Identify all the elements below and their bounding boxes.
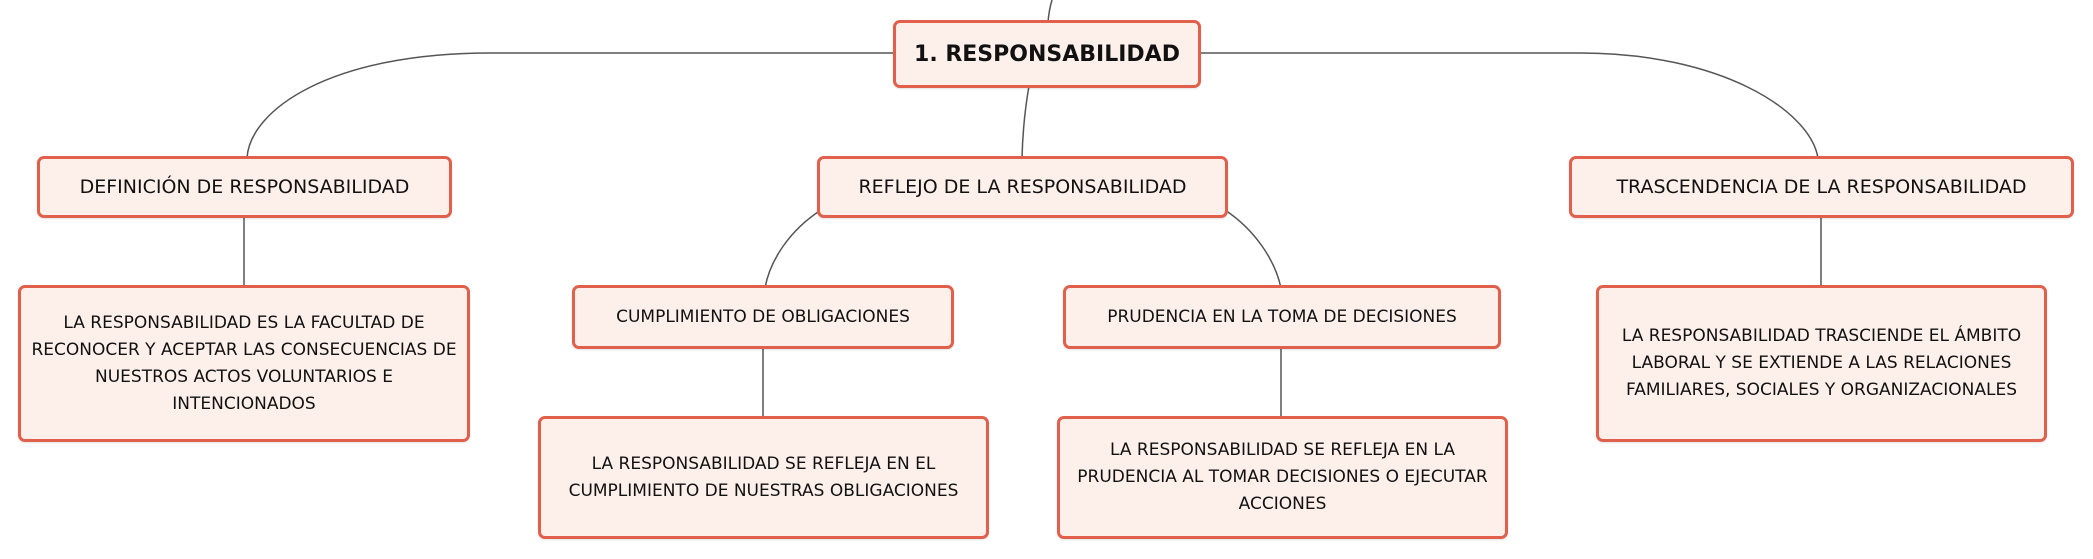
prudencia-text-node[interactable]: LA RESPONSABILIDAD SE REFLEJA EN LA PRUD… — [1057, 416, 1508, 539]
connector-root-to-reflejo — [1021, 85, 1030, 159]
reflejo-node-label: REFLEJO DE LA RESPONSABILIDAD — [858, 176, 1187, 198]
definicion-text-node[interactable]: LA RESPONSABILIDAD ES LA FACULTAD DE REC… — [18, 285, 470, 442]
cumplimiento-text: LA RESPONSABILIDAD SE REFLEJA EN EL CUMP… — [568, 453, 959, 501]
cumplimiento-node-label: CUMPLIMIENTO DE OBLIGACIONES — [616, 307, 910, 327]
root-node[interactable]: 1. RESPONSABILIDAD — [893, 20, 1201, 88]
connector-root-to-definicion — [246, 52, 893, 159]
prudencia-text: LA RESPONSABILIDAD SE REFLEJA EN LA PRUD… — [1077, 440, 1488, 514]
trascendencia-node-label: TRASCENDENCIA DE LA RESPONSABILIDAD — [1616, 176, 2027, 198]
definicion-node-label: DEFINICIÓN DE RESPONSABILIDAD — [79, 176, 410, 198]
definicion-node[interactable]: DEFINICIÓN DE RESPONSABILIDAD — [37, 156, 452, 218]
cumplimiento-text-node[interactable]: LA RESPONSABILIDAD SE REFLEJA EN EL CUMP… — [538, 416, 989, 539]
reflejo-node[interactable]: REFLEJO DE LA RESPONSABILIDAD — [817, 156, 1228, 218]
connector-parent-to-root — [1047, 0, 1053, 23]
trascendencia-text-node[interactable]: LA RESPONSABILIDAD TRASCIENDE EL ÁMBITO … — [1596, 285, 2047, 442]
definicion-text: LA RESPONSABILIDAD ES LA FACULTAD DE REC… — [31, 312, 457, 414]
connector-reflejo-to-cumplimiento — [764, 209, 822, 289]
prudencia-node[interactable]: PRUDENCIA EN LA TOMA DE DECISIONES — [1063, 285, 1501, 349]
connector-root-to-trascendencia — [1198, 52, 1819, 159]
trascendencia-text: LA RESPONSABILIDAD TRASCIENDE EL ÁMBITO … — [1621, 326, 2022, 400]
prudencia-node-label: PRUDENCIA EN LA TOMA DE DECISIONES — [1107, 307, 1457, 327]
root-node-label: 1. RESPONSABILIDAD — [914, 41, 1180, 67]
trascendencia-node[interactable]: TRASCENDENCIA DE LA RESPONSABILIDAD — [1569, 156, 2074, 218]
connector-reflejo-to-prudencia — [1224, 209, 1282, 289]
cumplimiento-node[interactable]: CUMPLIMIENTO DE OBLIGACIONES — [572, 285, 954, 349]
